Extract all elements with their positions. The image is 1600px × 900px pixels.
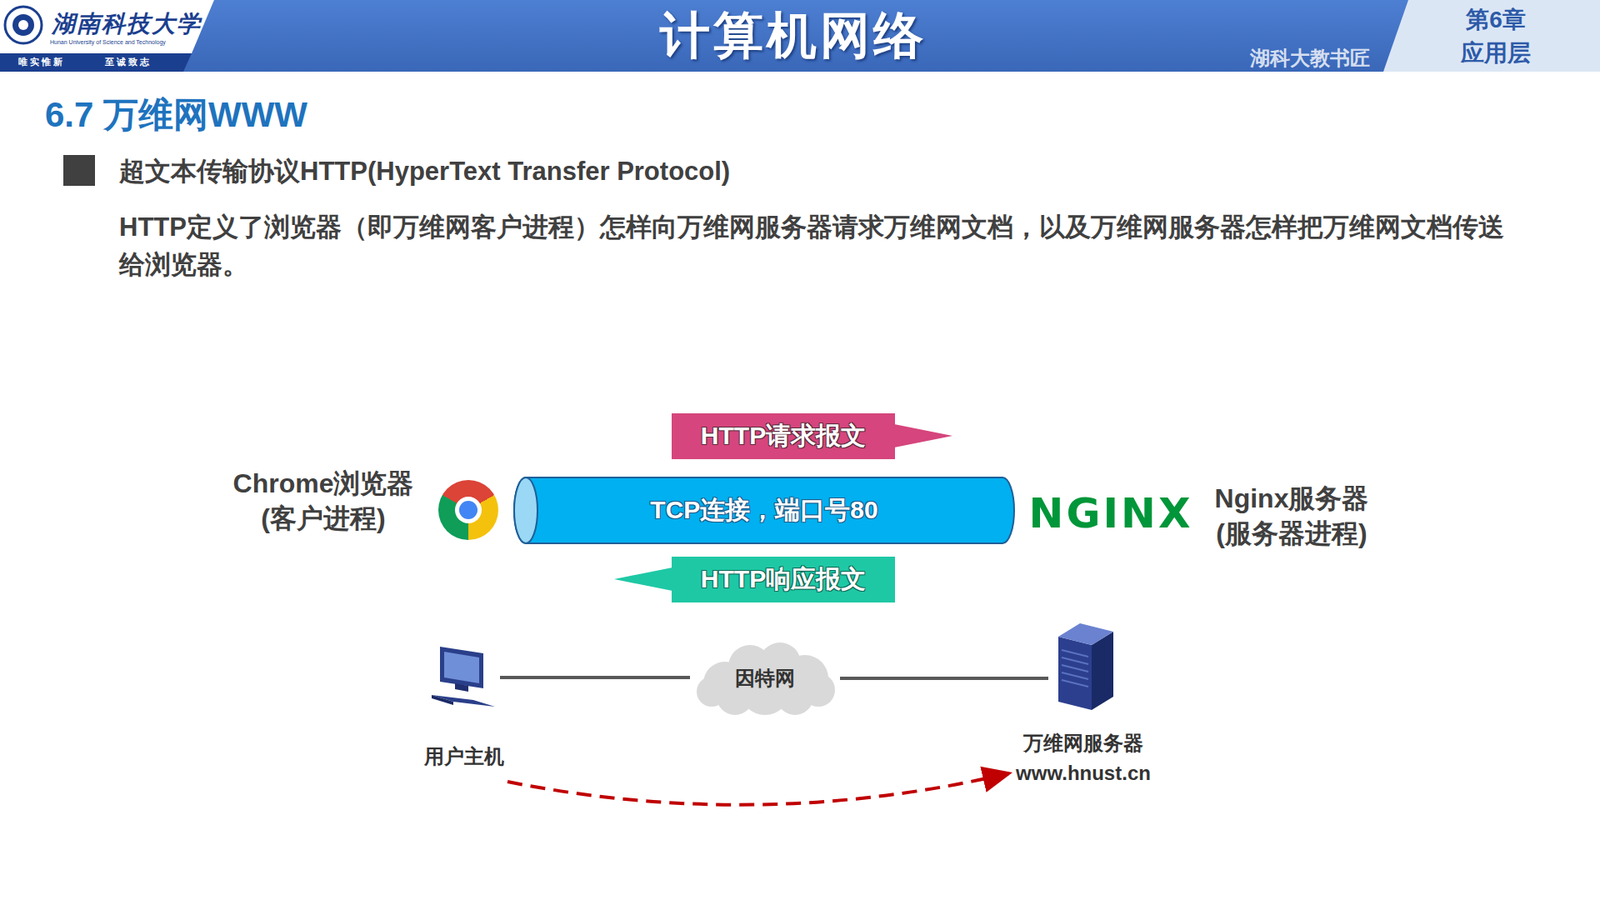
node-text: 因特网 [735, 665, 795, 692]
motto: 至 诚 致 志 [105, 55, 150, 69]
chrome-icon [438, 480, 499, 540]
response-box: HTTP响应报文 [671, 556, 895, 603]
watermark: 湖科大教书匠 [1250, 45, 1370, 72]
shape [455, 683, 469, 692]
shape [801, 673, 835, 707]
paragraph: HTTP定义了浏览器（即万维网客户进程）怎样向万维网服务器请求万维网文档，以及万… [119, 208, 1507, 284]
shape [440, 646, 484, 689]
web-server: 万维网服务器 www.hnust.cn [1015, 620, 1151, 785]
network-link [840, 676, 1049, 680]
motto: 唯 实 惟 新 [18, 55, 63, 69]
pc-icon [430, 645, 499, 710]
shape [671, 413, 895, 460]
request-box: HTTP请求报文 [671, 413, 895, 460]
node-text: TCP连接，端口号80 [650, 493, 878, 528]
node-text: 用户主机 [424, 743, 505, 770]
network-link [500, 675, 690, 680]
shape [1058, 623, 1114, 645]
request-path-arrow [507, 773, 1010, 805]
shape [514, 477, 1015, 544]
arrow-head [894, 420, 955, 451]
chapter-number: 第6章 [1465, 4, 1526, 36]
bullet-square [63, 155, 95, 186]
chapter-name: 应用层 [1460, 37, 1531, 70]
node-text: HTTP响应报文 [700, 562, 866, 597]
shape [1058, 636, 1092, 710]
server-icon [1050, 620, 1117, 712]
shape [444, 651, 480, 684]
shape [1091, 631, 1114, 710]
shape [1061, 672, 1089, 680]
shape [1061, 665, 1089, 672]
tcp-pipe: TCP连接，端口号80 [513, 476, 1015, 545]
node-text: HTTP请求报文 [700, 419, 866, 454]
course-title: 计算机网络 [660, 2, 927, 70]
shape [514, 477, 538, 544]
shape [671, 556, 895, 603]
university-name: 湖南科技大学 [51, 8, 202, 40]
server-label: Nginx服务器 (服务器进程) [1215, 481, 1370, 551]
section-title: 6.7 万维网WWW [45, 91, 308, 139]
client-label: Chrome浏览器 (客户进程) [233, 466, 415, 536]
shape [431, 695, 495, 707]
node-text: www.hnust.cn [1015, 761, 1151, 785]
shape [1061, 680, 1089, 687]
shape [614, 567, 673, 591]
shape [894, 424, 953, 448]
shape [1061, 657, 1089, 665]
node-text: 万维网服务器 [1023, 730, 1144, 757]
internet-cloud: 因特网 [691, 640, 839, 717]
bullet-heading: 超文本传输协议HTTP(HyperText Transfer Protocol) [119, 154, 730, 190]
nginx-logo: NGINX [1029, 489, 1194, 538]
shape [431, 695, 454, 705]
arrow-head [612, 564, 673, 595]
host-computer: 用户主机 [424, 645, 505, 770]
shape [696, 676, 727, 707]
shape [1061, 650, 1089, 657]
university-name-en: Hunan University of Science and Technolo… [50, 39, 166, 45]
